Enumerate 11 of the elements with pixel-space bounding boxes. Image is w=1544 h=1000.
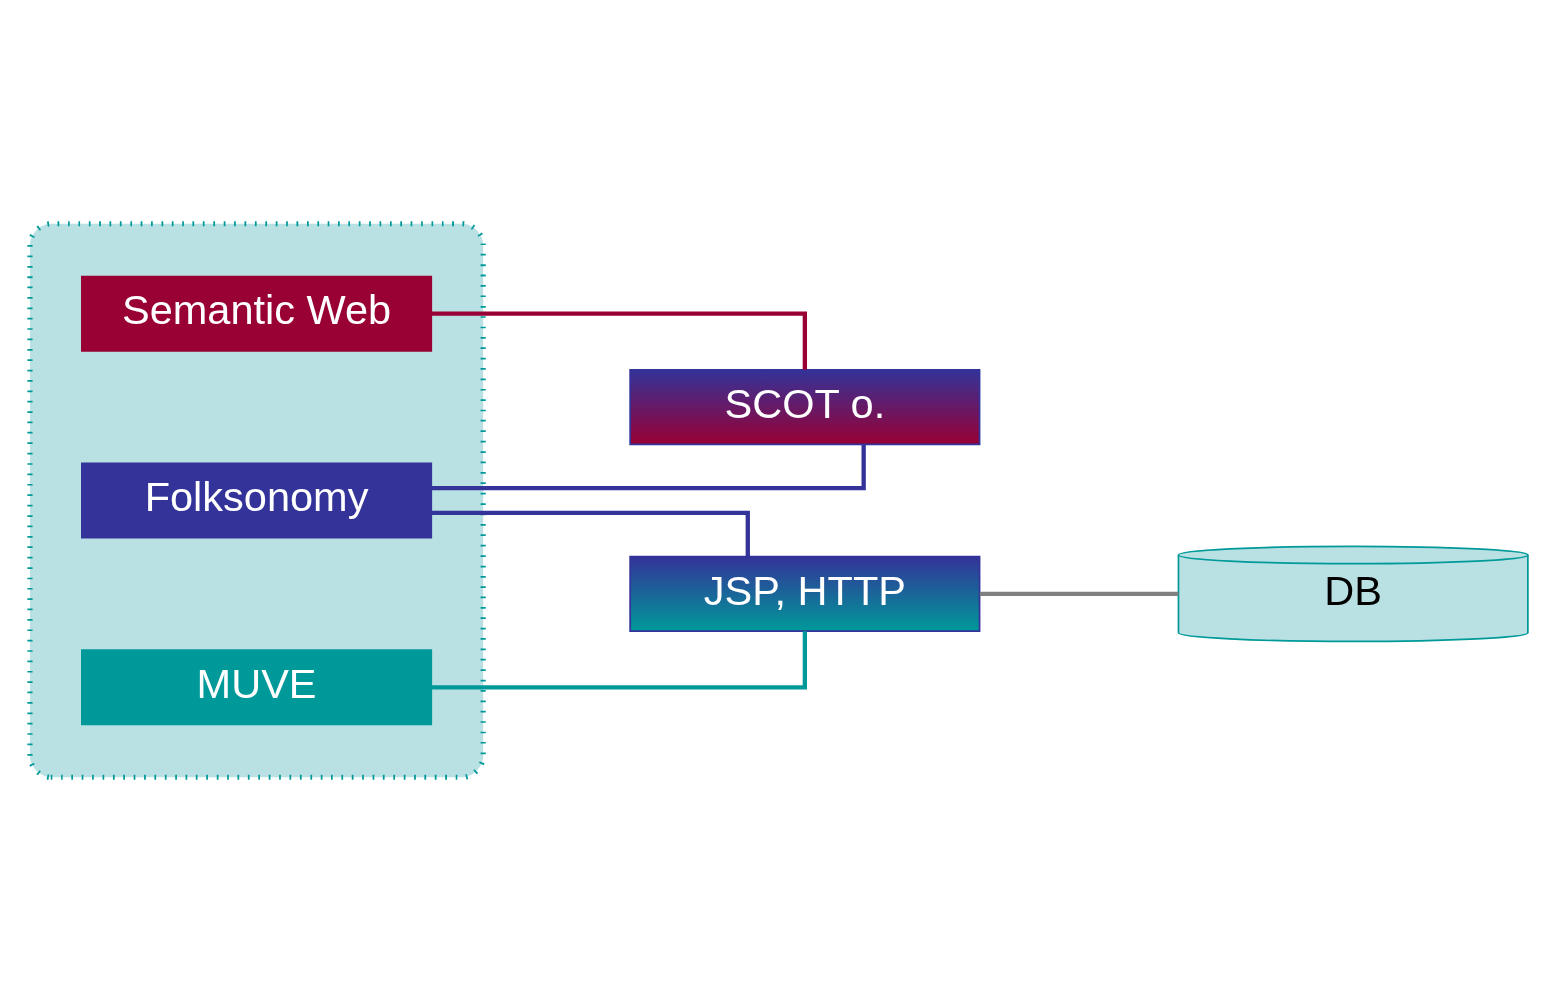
cluster <box>27 220 486 780</box>
node-box: MUVE <box>81 648 433 725</box>
connector <box>431 630 807 689</box>
connector <box>431 444 866 490</box>
node-box: JSP, HTTP <box>629 555 981 632</box>
connector <box>979 591 1179 596</box>
connector <box>431 510 750 556</box>
node-box: Folksonomy <box>81 461 433 539</box>
connector <box>431 311 807 370</box>
node-box: Semantic Web <box>81 275 433 352</box>
node-box: SCOT o. <box>629 368 981 445</box>
